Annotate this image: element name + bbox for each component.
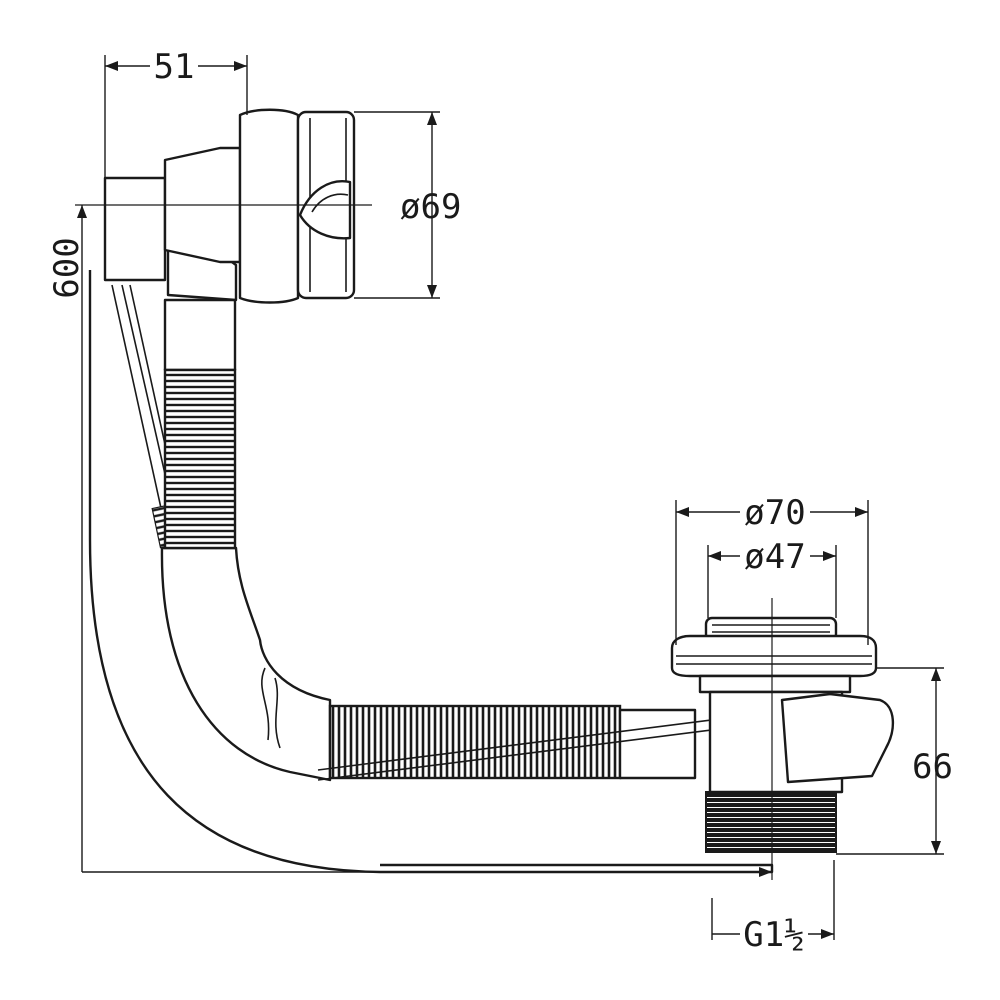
dimension-600-label: 600: [47, 237, 87, 298]
dimension-diameter-69-label: ø69: [400, 187, 461, 227]
waste-outlet: [670, 598, 894, 880]
dimension-thread: G1½: [711, 860, 835, 955]
vertical-corrugated-hose: [163, 243, 238, 550]
dimension-51-label: 51: [154, 47, 195, 87]
overflow-head: [75, 108, 372, 304]
main-drain-pipe: [88, 270, 774, 874]
dimension-thread-label: G1½: [743, 915, 804, 955]
dimension-diameter-47-label: ø47: [744, 537, 805, 577]
dimension-diameter-69: ø69: [354, 111, 461, 299]
dimension-diameter-70-label: ø70: [744, 493, 805, 533]
dimension-51: 51: [104, 47, 248, 178]
dimension-diameter-47: ø47: [707, 537, 837, 618]
dimension-66: 66: [836, 667, 953, 855]
dimension-600: 600: [47, 205, 772, 877]
dimension-66-label: 66: [912, 747, 953, 787]
dimension-diameter-70: ø70: [675, 493, 869, 645]
